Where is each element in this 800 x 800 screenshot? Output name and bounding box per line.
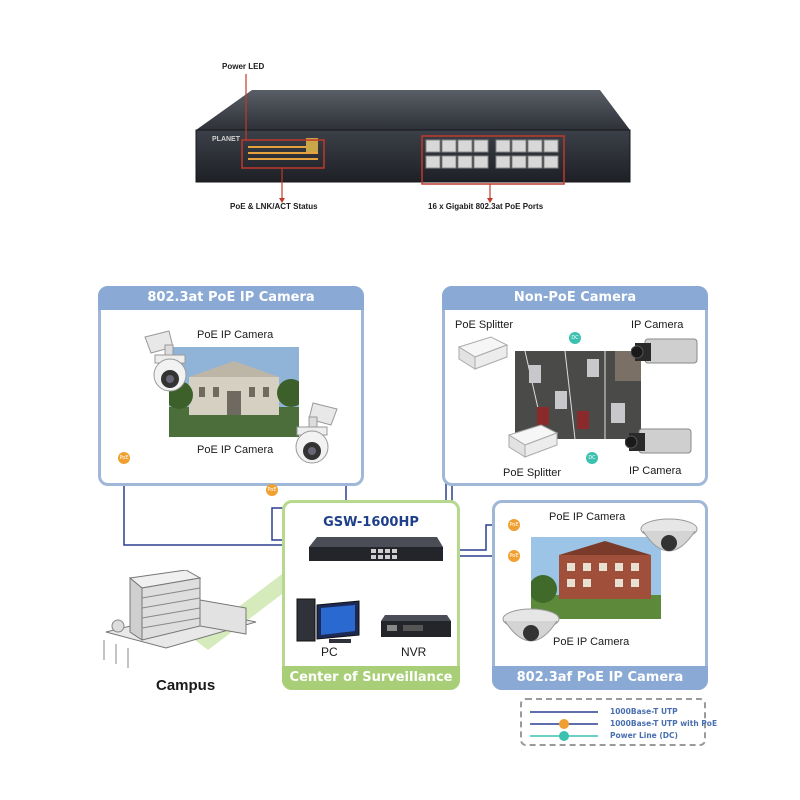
panel-non-poe-title: Non-PoE Camera bbox=[442, 286, 708, 310]
power-led-label: Power LED bbox=[222, 62, 265, 71]
cam2-label: PoE IP Camera bbox=[197, 444, 274, 456]
dc-badge: DC bbox=[586, 452, 598, 464]
panel-center: GSW-1600HP PC NVR Center of Surveillance bbox=[282, 500, 460, 690]
campus-label: Campus bbox=[156, 677, 216, 694]
pc-icon bbox=[296, 598, 360, 643]
legend-row-utp: 1000Base-T UTP bbox=[530, 706, 706, 718]
camera1-label: IP Camera bbox=[631, 319, 684, 331]
panel-802-3at-title: 802.3at PoE IP Camera bbox=[98, 286, 364, 310]
cam1-label: PoE IP Camera bbox=[197, 329, 274, 341]
box-camera-icon bbox=[631, 338, 698, 364]
poe-status-label: PoE & LNK/ACT Status bbox=[230, 202, 318, 211]
legend-row-dc: Power Line (DC) bbox=[530, 730, 706, 742]
dc-badge: DC bbox=[569, 332, 581, 344]
splitter1-label: PoE Splitter bbox=[455, 319, 514, 331]
legend-row-poe: 1000Base-T UTP with PoE bbox=[530, 718, 717, 730]
camera2-label: IP Camera bbox=[629, 465, 682, 477]
poe-splitter-icon bbox=[507, 424, 559, 458]
panel-802-3af-title: 802.3af PoE IP Camera bbox=[492, 666, 708, 690]
poe-splitter-icon bbox=[457, 336, 509, 370]
box-camera-icon bbox=[625, 428, 692, 454]
af-cam2-label: PoE IP Camera bbox=[553, 636, 630, 648]
nvr-icon bbox=[381, 615, 451, 637]
switch-icon bbox=[309, 537, 443, 561]
poe-badge: PoE bbox=[508, 550, 520, 562]
legend-label-poe: 1000Base-T UTP with PoE bbox=[610, 719, 718, 728]
nvr-label: NVR bbox=[401, 645, 427, 659]
legend: 1000Base-T UTP 1000Base-T UTP with PoE P… bbox=[520, 698, 717, 746]
ports-label: 16 x Gigabit 802.3at PoE Ports bbox=[428, 202, 544, 211]
dome-camera-icon bbox=[640, 518, 698, 552]
af-cam1-label: PoE IP Camera bbox=[549, 511, 626, 523]
panel-802-3af: 802.3af PoE IP Camera PoE IP Camera PoE … bbox=[492, 500, 708, 690]
legend-label-dc: Power Line (DC) bbox=[610, 731, 678, 740]
poe-badge: PoE bbox=[266, 484, 278, 496]
center-title: Center of Surveillance bbox=[282, 666, 460, 690]
switch-name: GSW-1600HP bbox=[323, 515, 419, 530]
dome-camera-icon bbox=[502, 608, 560, 642]
pc-label: PC bbox=[321, 645, 338, 659]
ptz-camera-icon bbox=[144, 330, 187, 392]
panel-802-3at: 802.3at PoE IP Camera PoE IP Camera PoE … bbox=[98, 286, 364, 486]
legend-label-utp: 1000Base-T UTP bbox=[610, 707, 678, 716]
splitter2-label: PoE Splitter bbox=[503, 467, 562, 479]
switch-photo-section: PLANET Power LED PoE & LNK/ACT Status 16… bbox=[190, 60, 650, 220]
poe-ports bbox=[425, 139, 559, 169]
poe-badge: PoE bbox=[118, 452, 130, 464]
poe-badge: PoE bbox=[508, 519, 520, 531]
building-photo bbox=[169, 347, 299, 437]
switch-photo bbox=[195, 74, 631, 203]
brand-logo: PLANET bbox=[212, 136, 240, 143]
campus-building bbox=[103, 570, 257, 668]
panel-non-poe: Non-PoE Camera PoE Splitter IP Camera Po… bbox=[442, 286, 708, 486]
ptz-camera-icon bbox=[295, 402, 338, 464]
